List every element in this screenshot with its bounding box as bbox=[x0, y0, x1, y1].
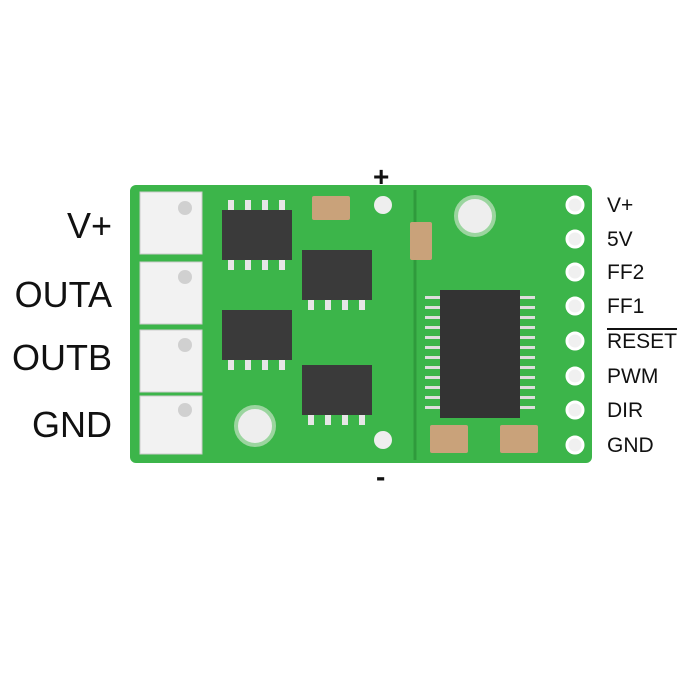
pin-label-ff2: FF2 bbox=[607, 261, 645, 284]
pin-label-outa: OUTA bbox=[14, 274, 112, 315]
driver-chips bbox=[222, 210, 372, 415]
pin-label-ff1: FF1 bbox=[607, 295, 645, 318]
chip-pins bbox=[228, 200, 365, 425]
left-terminal-blocks bbox=[139, 191, 203, 455]
pin-label-dir: DIR bbox=[607, 399, 644, 422]
pin-label-5v: 5V bbox=[607, 228, 633, 251]
pin-label-outb: OUTB bbox=[11, 337, 112, 378]
right-header-holes bbox=[565, 195, 585, 455]
controller-ic bbox=[440, 290, 520, 418]
mounting-holes bbox=[234, 195, 496, 449]
pin-label-gnd-left: GND bbox=[32, 404, 112, 445]
polarity-minus: - bbox=[376, 461, 386, 492]
pin-label-v-plus-right: V+ bbox=[607, 194, 634, 217]
pin-label-gnd-right: GND bbox=[607, 434, 654, 457]
polarity-plus: + bbox=[373, 161, 390, 192]
pin-label-pwm: PWM bbox=[607, 365, 659, 388]
capacitors bbox=[312, 196, 538, 453]
pin-label-v-plus-left: V+ bbox=[66, 205, 112, 246]
pin-label-reset: RESET bbox=[607, 330, 678, 353]
